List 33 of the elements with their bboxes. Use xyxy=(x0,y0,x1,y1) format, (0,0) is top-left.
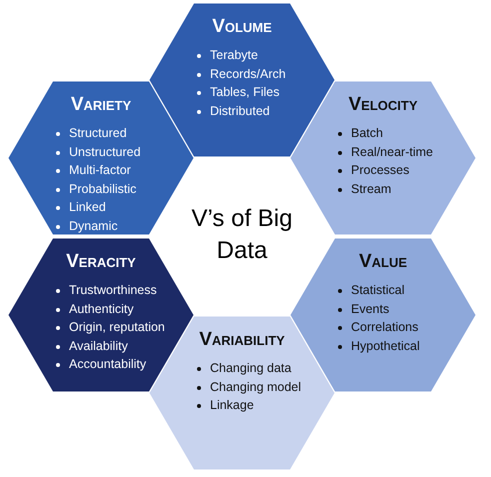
bullet-item: Structured xyxy=(69,126,127,140)
bullet-item: Changing data xyxy=(210,361,292,375)
bullet-item: Dynamic xyxy=(69,218,118,232)
center-title: V’s of Big Data xyxy=(192,205,292,264)
bullet-item: Changing model xyxy=(210,380,302,394)
bullet-item: Linkage xyxy=(210,398,254,412)
bullet-item: Records/Arch xyxy=(210,66,286,80)
bullet-item: Processes xyxy=(351,163,410,177)
bullet-item: Origin, reputation xyxy=(69,320,165,334)
hexagon-heading: Variety xyxy=(70,94,132,116)
bullet-item: Linked xyxy=(69,200,106,214)
bullet-item: Multi-factor xyxy=(69,163,131,177)
bullet-item: Statistical xyxy=(351,283,404,297)
hexagon-heading: Value xyxy=(358,251,408,273)
bullet-item: Correlations xyxy=(351,320,418,334)
bullet-item: Terabyte xyxy=(210,48,258,62)
bullet-item: Stream xyxy=(351,182,392,196)
bullet-item: Real/near-time xyxy=(351,144,433,158)
bullet-item: Events xyxy=(351,302,390,316)
bullet-item: Distributed xyxy=(210,104,270,118)
hexagon-heading: Volume xyxy=(211,16,273,38)
bullet-item: Availability xyxy=(69,338,128,352)
bullet-item: Hypothetical xyxy=(351,338,420,352)
bullet-item: Probabilistic xyxy=(69,182,136,196)
hexagon-heading: Veracity xyxy=(65,251,137,273)
bullet-item: Unstructured xyxy=(69,144,141,158)
bullet-item: Authenticity xyxy=(69,302,134,316)
hexagon-heading: Velocity xyxy=(347,94,418,116)
hexagon-heading: Variability xyxy=(198,329,286,351)
bullet-item: Batch xyxy=(351,126,383,140)
bullet-item: Accountability xyxy=(69,357,146,371)
bullet-item: Trustworthiness xyxy=(69,283,157,297)
bullet-item: Tables, Files xyxy=(210,85,280,99)
